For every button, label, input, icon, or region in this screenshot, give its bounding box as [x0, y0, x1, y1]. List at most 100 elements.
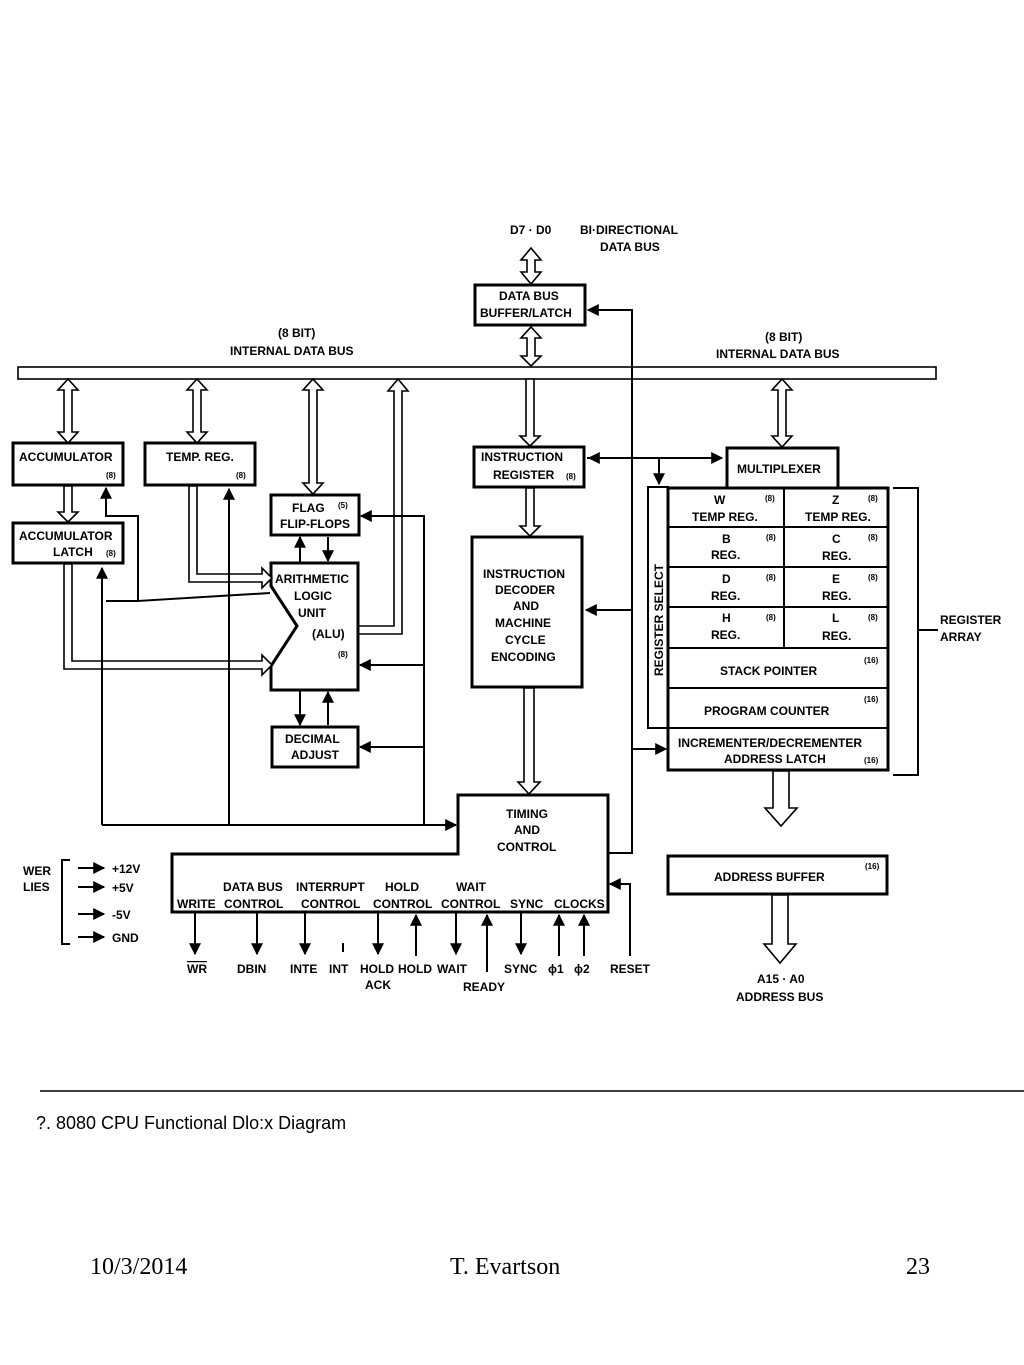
- alu-label: ARITHMETIC: [275, 572, 349, 586]
- accumulator-label: ACCUMULATOR: [19, 450, 113, 464]
- register-array-bracket: [893, 487, 919, 776]
- control-line-flag: [359, 510, 425, 825]
- interrupt-control-label: INTERRUPT: [296, 880, 365, 894]
- reg-z-sub: TEMP REG.: [805, 510, 871, 524]
- clocks-label: CLOCKS: [554, 897, 605, 911]
- temp-reg-label: TEMP. REG.: [166, 450, 234, 464]
- program-counter-label: PROGRAM COUNTER: [704, 704, 830, 718]
- wr-pin-label: WR: [187, 962, 207, 976]
- reg-z-bits: (8): [868, 494, 878, 503]
- temp-reg-block: [143, 441, 257, 487]
- reg-e-sub: REG.: [822, 589, 851, 603]
- wait-pin-label: WAIT: [437, 962, 468, 976]
- latch-address-buffer-arrow: [763, 770, 799, 828]
- holdack-pin-label: HOLD: [360, 962, 394, 976]
- timing-label-1: TIMING: [506, 807, 548, 821]
- instruction-decoder-arrow: [518, 487, 542, 538]
- data-bus-buffer-label-2: BUFFER/LATCH: [480, 306, 572, 320]
- timing-label-3: CONTROL: [497, 840, 556, 854]
- bus-temp-reg-arrow: [185, 377, 209, 445]
- alu-label-3: UNIT: [298, 606, 327, 620]
- dbin-pin-label: DBIN: [237, 962, 266, 976]
- footer-page-number: 23: [906, 1254, 930, 1280]
- temp-reg-alu-path: [188, 485, 274, 590]
- reg-e-bits: (8): [868, 573, 878, 582]
- temp-reg-bits: (8): [236, 471, 246, 480]
- hold-control-label: HOLD: [385, 880, 419, 894]
- timing-label-2: AND: [514, 823, 540, 837]
- reg-c-bits: (8): [868, 533, 878, 542]
- holdack-pin-label-2: ACK: [365, 978, 391, 992]
- instruction-register-label: INSTRUCTION: [481, 450, 563, 464]
- power-bracket: [61, 859, 70, 945]
- reg-c-sub: REG.: [822, 549, 851, 563]
- hold-control-label-2: CONTROL: [373, 897, 432, 911]
- bidirectional-label: BI·DIRECTIONAL: [580, 223, 678, 237]
- data-bus-pins-label: D7 · D0: [510, 223, 552, 237]
- flag-label-2: FLIP-FLOPS: [280, 517, 350, 531]
- phi1-pin-label: ϕ1: [548, 962, 564, 976]
- reg-b-sub: REG.: [711, 548, 740, 562]
- data-bus-control-label: DATA BUS: [223, 880, 283, 894]
- instruction-register-bits: (8): [566, 472, 576, 481]
- data-bus-buffer: [473, 283, 587, 327]
- power-label-2: LIES: [23, 880, 50, 894]
- register-array-label: REGISTER: [940, 613, 1002, 627]
- decoder-timing-arrow: [516, 687, 542, 796]
- stack-pointer-bits: (16): [864, 656, 879, 665]
- reg-b-bits: (8): [766, 533, 776, 542]
- alu-label-2: LOGIC: [294, 589, 332, 603]
- accumulator-latch-label-2: LATCH: [53, 545, 93, 559]
- decoder-label-1: INSTRUCTION: [483, 567, 565, 581]
- decoder-label-3: AND: [513, 599, 539, 613]
- reg-d-bits: (8): [766, 573, 776, 582]
- accumulator-block: [11, 441, 125, 487]
- reg-w-sub: TEMP REG.: [692, 510, 758, 524]
- reg-h-sub: REG.: [711, 628, 740, 642]
- reg-l-sub: REG.: [822, 629, 851, 643]
- bus-multiplexer-arrow: [770, 377, 794, 449]
- reg-l: L: [832, 611, 839, 625]
- decimal-adjust-label: DECIMAL: [285, 732, 340, 746]
- reg-z: Z: [832, 493, 839, 507]
- bidirectional-label-2: DATA BUS: [600, 240, 660, 254]
- data-bus-buffer-label: DATA BUS: [499, 289, 559, 303]
- alu-bits: (8): [338, 650, 348, 659]
- reg-l-bits: (8): [868, 613, 878, 622]
- bus-instruction-reg-arrow: [518, 378, 542, 448]
- address-bus-arrow: [762, 894, 798, 965]
- accumulator-latch-arrow: [56, 485, 80, 524]
- flag-label: FLAG: [292, 501, 325, 515]
- address-bus-pins-label: A15 · A0: [757, 972, 805, 986]
- stack-pointer-label: STACK POINTER: [720, 664, 817, 678]
- timing-buffer-control: [586, 304, 633, 854]
- incdec-bits: (16): [864, 756, 879, 765]
- power-5v-label: +5V: [112, 881, 134, 895]
- alu-label-4: (ALU): [312, 627, 345, 641]
- timing-control-block: [170, 793, 610, 914]
- reg-h: H: [722, 611, 731, 625]
- figure-caption: ?. 8080 CPU Functional Dlo:x Diagram: [36, 1113, 346, 1133]
- sync-pin-label: SYNC: [504, 962, 538, 976]
- decimal-adjust-block: [270, 725, 360, 769]
- register-grid: [666, 486, 890, 772]
- address-bus-label: ADDRESS BUS: [736, 990, 823, 1004]
- instruction-decoder-block: [470, 535, 584, 689]
- power-neg5v-label: -5V: [112, 908, 131, 922]
- accumulator-latch-block: [11, 521, 125, 565]
- decoder-label-5: CYCLE: [505, 633, 546, 647]
- reg-h-bits: (8): [766, 613, 776, 622]
- reset-pin-line: [608, 878, 631, 956]
- accumulator-latch-bits: (8): [106, 549, 116, 558]
- footer-author: T. Evartson: [450, 1254, 561, 1280]
- bus-alu-return: [357, 377, 410, 635]
- int-pin-label: INT: [329, 962, 349, 976]
- reg-w: W: [714, 493, 726, 507]
- acc-latch-alu-path: [63, 563, 274, 677]
- decoder-label-4: MACHINE: [495, 616, 551, 630]
- register-select-label: REGISTER SELECT: [652, 563, 666, 676]
- power-gnd-label: GND: [112, 931, 139, 945]
- internal-data-bus: [17, 366, 937, 380]
- flag-bits: (5): [338, 501, 348, 510]
- internal-bus-left-label: INTERNAL DATA BUS: [230, 344, 354, 358]
